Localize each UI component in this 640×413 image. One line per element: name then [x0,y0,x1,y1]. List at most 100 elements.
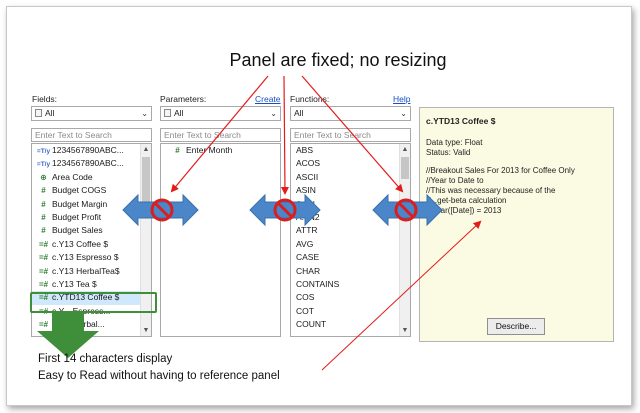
highlight-box [30,292,157,313]
folder-icon [35,109,42,117]
string-calc-icon: =T/y [36,161,51,169]
field-title: c.YTD13 Coffee $ [426,116,496,126]
no-sign-icon [394,198,418,222]
red-arrow [301,75,404,193]
formula-line: //Year to Date to [426,176,484,185]
red-arrow [170,75,269,193]
list-item-label: AVG [296,238,314,249]
list-item-label: c.Y... Espress... [52,305,111,316]
number-icon: # [41,226,46,236]
list-item-label: ATTR [296,225,318,236]
number-calc-icon: =# [38,266,49,276]
formula-line: //Breakout Sales For 2013 for Coffee Onl… [426,166,575,175]
fields-label: Fields: [32,94,58,104]
number-calc-icon: =# [38,253,49,263]
scroll-up-icon[interactable]: ▲ [142,146,150,153]
list-item-label: ABS [296,145,314,155]
chevron-down-icon: ⌄ [400,109,407,118]
formula-line: //...get-beta calculation [426,196,507,205]
folder-icon [164,109,171,117]
description-panel: c.YTD13 Coffee $ Data type: Float Status… [419,107,614,342]
list-item[interactable]: #Budget Margin [32,198,151,211]
list-item-label: c.Y13 Coffee $ [52,238,109,249]
list-item-label: ASIN [296,185,316,196]
list-item[interactable]: # Budget Sales [32,224,151,237]
list-item-label: c.Y13 HerbalTea$ [52,265,120,276]
list-item-label: CASE [296,252,320,263]
list-item[interactable]: =#c.Y13 Espresso $ [32,251,151,264]
no-sign-icon [273,198,297,222]
caption-line: Easy to Read without having to reference… [38,370,280,382]
string-calc-icon: =T/y [36,148,51,155]
functions-search-input[interactable]: Enter Text to Search [290,128,411,142]
list-item[interactable]: # Enter Month [161,144,280,157]
list-item-label: ASCII [296,171,319,182]
no-sign-icon [150,198,174,222]
list-item[interactable]: ATTR [291,224,410,237]
list-item[interactable]: CONTAINS [291,278,410,291]
describe-button[interactable]: Describe... [487,318,545,335]
fields-dropdown[interactable]: All ⌄ [31,106,152,121]
parameters-label: Parameters: [160,94,207,104]
list-item[interactable]: ACOS [291,157,410,170]
list-item[interactable]: CHAR [291,265,410,278]
list-item-label: COT [296,305,314,316]
help-link[interactable]: Help [393,94,411,104]
list-item[interactable]: #Budget Profit [32,211,151,224]
formula-line: //This was necessary because of the [426,186,556,195]
red-arrow [280,75,289,195]
list-item-label: COS [296,292,315,303]
number-calc-icon: =# [38,320,49,330]
list-item-label: c.YTD13 Coffee $ [52,292,120,303]
list-item[interactable]: =#c.YTD13 Coffee $ [32,291,151,305]
functions-dropdown[interactable]: All ⌄ [290,106,411,121]
chevron-down-icon: ⌄ [141,109,148,118]
scroll-down-icon[interactable]: ▼ [401,327,409,334]
list-item[interactable]: ⊕Area Code [32,171,151,184]
list-item[interactable]: ASIN [291,184,410,197]
list-item[interactable]: COS [291,291,410,304]
list-item-label: c.Y13 Tea $ [52,278,97,289]
fields-search-input[interactable]: Enter Text to Search [31,128,152,142]
list-item[interactable]: ABS [291,144,410,157]
list-item[interactable]: =#c.Y13 HerbalTea$ [32,265,151,278]
list-item-label: 1234567890ABC... [52,145,124,155]
heading-annotation: Panel are fixed; no resizing [229,50,447,70]
status-text: Status: Valid [426,148,471,157]
caption-line: First 14 characters display [38,353,173,365]
list-item[interactable]: =#c.Y13 Coffee $ [32,238,151,251]
create-link[interactable]: Create [255,94,281,104]
list-item-label: ACOS [296,158,321,169]
parameters-dropdown[interactable]: All ⌄ [160,106,281,121]
data-type-text: Data type: Float [426,138,483,147]
list-item-label: Enter Month [186,145,233,155]
down-arrow-icon [37,313,99,358]
list-item-label: Budget COGS [52,185,107,196]
list-item[interactable]: COT [291,305,410,318]
formula-line: if year([Date]) = 2013 [426,206,502,215]
functions-scrollbar[interactable]: ▲ ▼ [399,144,410,336]
number-calc-icon: =# [38,279,49,289]
list-item[interactable]: AVG [291,238,410,251]
list-item-label: Budget Sales [52,225,103,236]
list-item-label: CONTAINS [296,278,340,289]
list-item[interactable]: COUNT [291,318,410,331]
number-icon: # [41,186,46,196]
fields-scrollbar[interactable]: ▲ ▼ [140,144,151,336]
parameters-list[interactable]: # Enter Month [160,143,281,337]
scroll-up-icon[interactable]: ▲ [401,146,409,153]
scroll-thumb[interactable] [401,157,409,179]
scroll-down-icon[interactable]: ▼ [142,327,150,334]
list-item[interactable]: # Budget COGS [32,184,151,197]
red-arrow [321,220,482,371]
parameters-search-input[interactable]: Enter Text to Search [160,128,281,142]
list-item[interactable]: ASCII [291,171,410,184]
number-icon: # [175,146,180,155]
list-item[interactable]: CASE [291,251,410,264]
list-item[interactable]: =#c.Y13 Tea $ [32,278,151,291]
scroll-thumb[interactable] [142,157,150,205]
list-item-label: c.Y13 Espresso $ [52,252,119,263]
